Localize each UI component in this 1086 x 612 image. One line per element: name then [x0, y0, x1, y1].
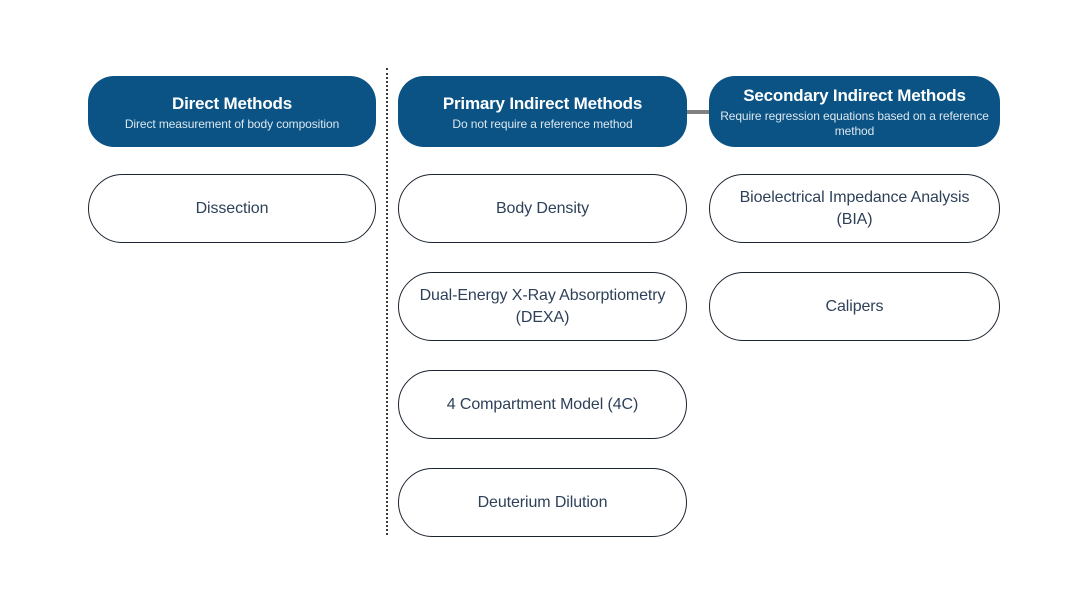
header-title-direct-methods: Direct Methods	[172, 93, 292, 113]
item-dissection[interactable]: Dissection	[88, 174, 376, 243]
item-body-density[interactable]: Body Density	[398, 174, 687, 243]
header-title-primary-indirect-methods: Primary Indirect Methods	[442, 93, 643, 113]
header-primary-indirect-methods[interactable]: Primary Indirect Methods Do not require …	[398, 76, 687, 147]
header-subtitle-secondary-indirect-methods: Require regression equations based on a …	[720, 109, 989, 138]
header-connector-line	[679, 110, 711, 114]
item-4-compartment-model[interactable]: 4 Compartment Model (4C)	[398, 370, 687, 439]
header-subtitle-primary-indirect-methods: Do not require a reference method	[452, 116, 633, 131]
header-direct-methods[interactable]: Direct Methods Direct measurement of bod…	[88, 76, 376, 147]
item-deuterium-dilution[interactable]: Deuterium Dilution	[398, 468, 687, 537]
header-subtitle-direct-methods: Direct measurement of body composition	[124, 116, 340, 131]
column-direct-methods: Direct Methods Direct measurement of bod…	[88, 76, 376, 243]
vertical-dotted-divider	[386, 68, 388, 535]
header-secondary-indirect-methods[interactable]: Secondary Indirect Methods Require regre…	[709, 76, 1000, 147]
item-dexa[interactable]: Dual-Energy X-Ray Absorptiometry (DEXA)	[398, 272, 687, 341]
column-secondary-indirect-methods: Secondary Indirect Methods Require regre…	[709, 76, 1000, 341]
column-primary-indirect-methods: Primary Indirect Methods Do not require …	[398, 76, 687, 537]
header-title-secondary-indirect-methods: Secondary Indirect Methods	[743, 86, 966, 105]
item-bia[interactable]: Bioelectrical Impedance Analysis (BIA)	[709, 174, 1000, 243]
item-calipers[interactable]: Calipers	[709, 272, 1000, 341]
